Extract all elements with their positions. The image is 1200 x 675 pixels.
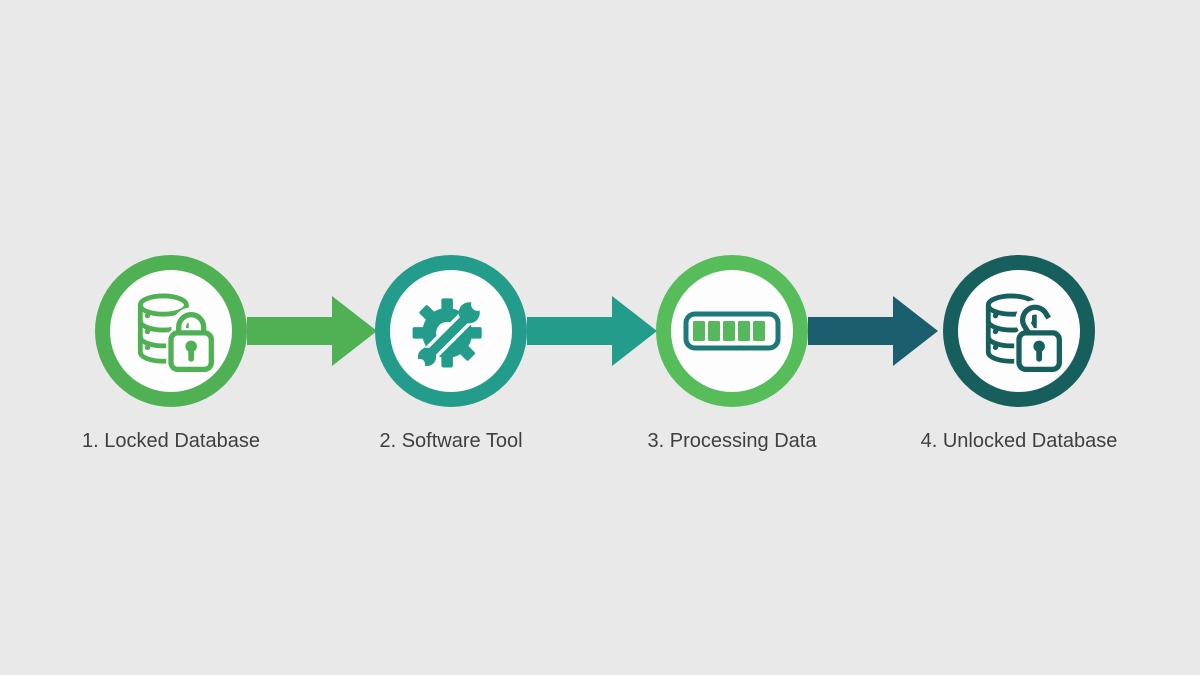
step-circle <box>943 255 1095 407</box>
step-label: 4. Unlocked Database <box>920 430 1118 452</box>
arrow-right-icon <box>247 296 377 366</box>
database-unlock-icon <box>985 293 1065 375</box>
flow-arrow-3 <box>808 291 938 371</box>
progress-bar-icon <box>683 311 781 351</box>
step-locked-database: 1. Locked Database <box>51 255 291 453</box>
flow-arrow-2 <box>527 291 657 371</box>
step-circle <box>656 255 808 407</box>
step-label: 3. Processing Data <box>647 430 817 452</box>
arrow-right-icon <box>527 296 657 366</box>
arrow-right-icon <box>808 296 938 366</box>
step-software-tool: 2. Software Tool <box>331 255 571 453</box>
step-label: 2. Software Tool <box>379 430 523 452</box>
flow-arrow-1 <box>247 291 377 371</box>
step-unlocked-database: 4. Unlocked Database <box>899 255 1139 453</box>
gear-wrench-icon <box>412 298 484 370</box>
step-circle <box>95 255 247 407</box>
progress-segments <box>693 321 765 341</box>
step-label: 1. Locked Database <box>82 430 260 452</box>
step-circle <box>375 255 527 407</box>
database-lock-icon <box>137 293 217 375</box>
step-processing-data: 3. Processing Data <box>612 255 852 453</box>
